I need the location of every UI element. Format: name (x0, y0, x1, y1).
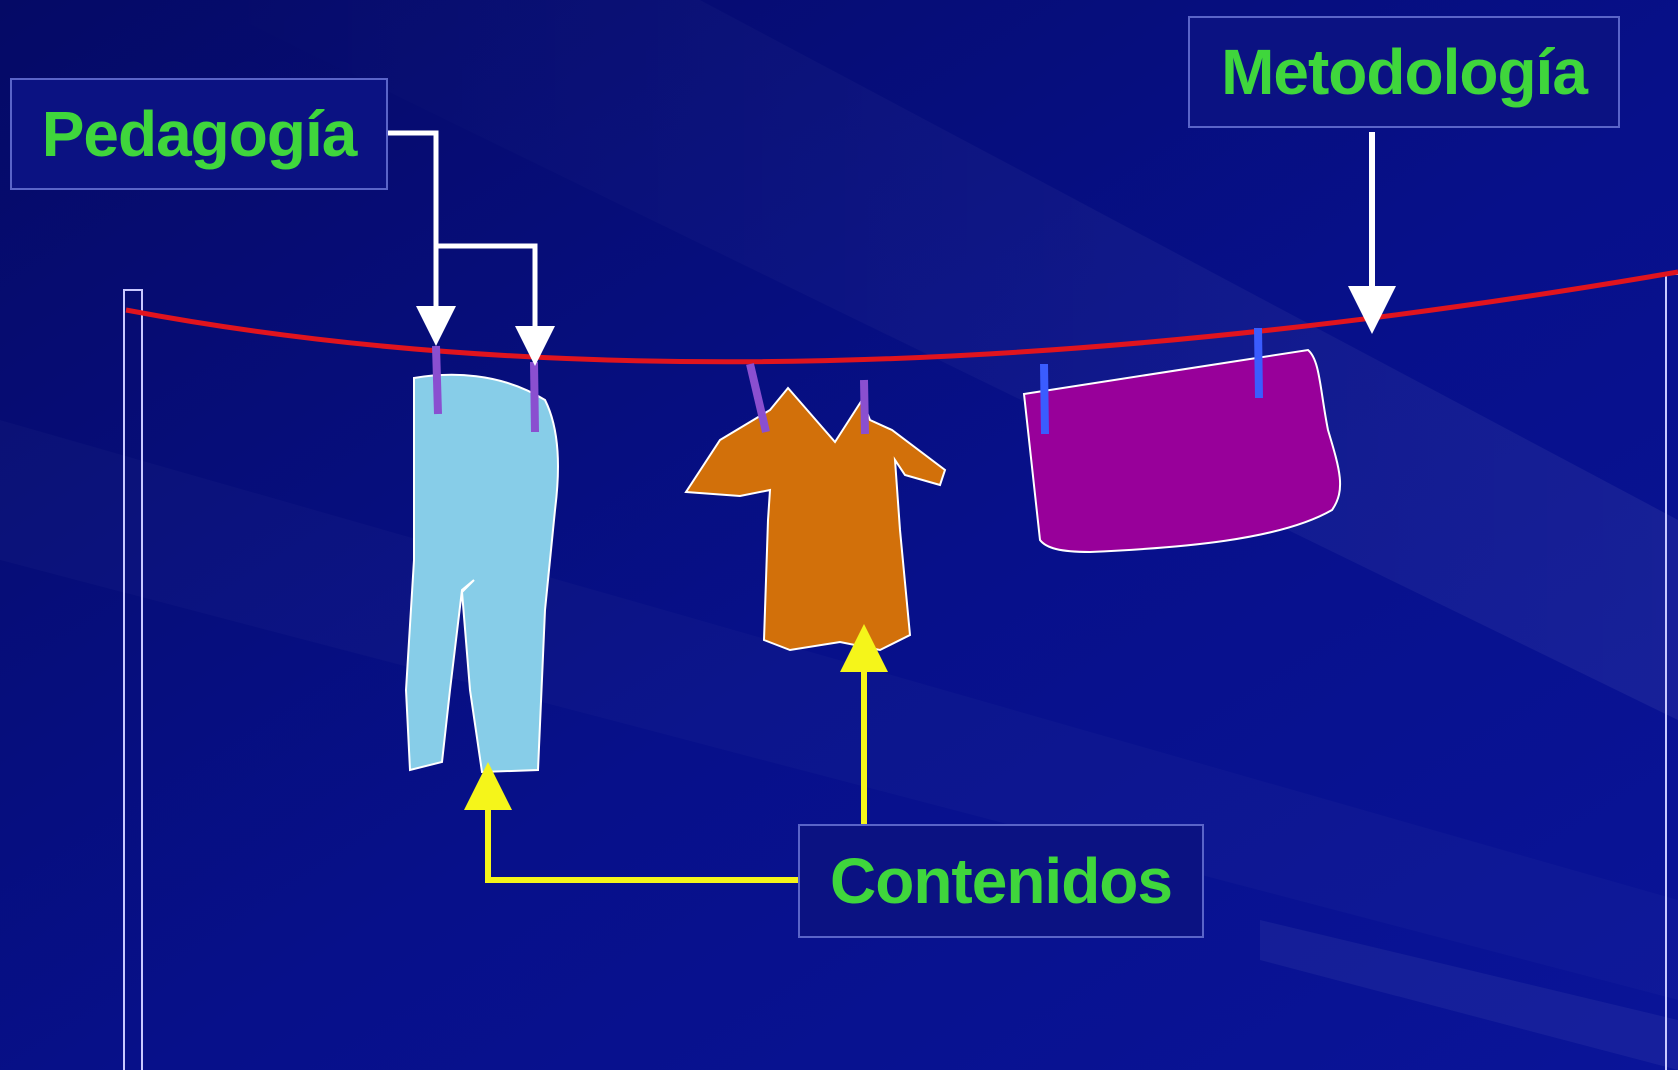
pants-peg-right (534, 362, 535, 432)
pants (406, 375, 558, 772)
pants-peg-left (436, 346, 438, 414)
label-contenidos: Contenidos (798, 824, 1204, 938)
towel-peg-left (1044, 364, 1045, 434)
shirt-peg-right (864, 380, 865, 434)
towel-peg-right (1258, 328, 1259, 398)
label-metodologia: Metodología (1188, 16, 1620, 128)
label-pedagogia: Pedagogía (10, 78, 388, 190)
